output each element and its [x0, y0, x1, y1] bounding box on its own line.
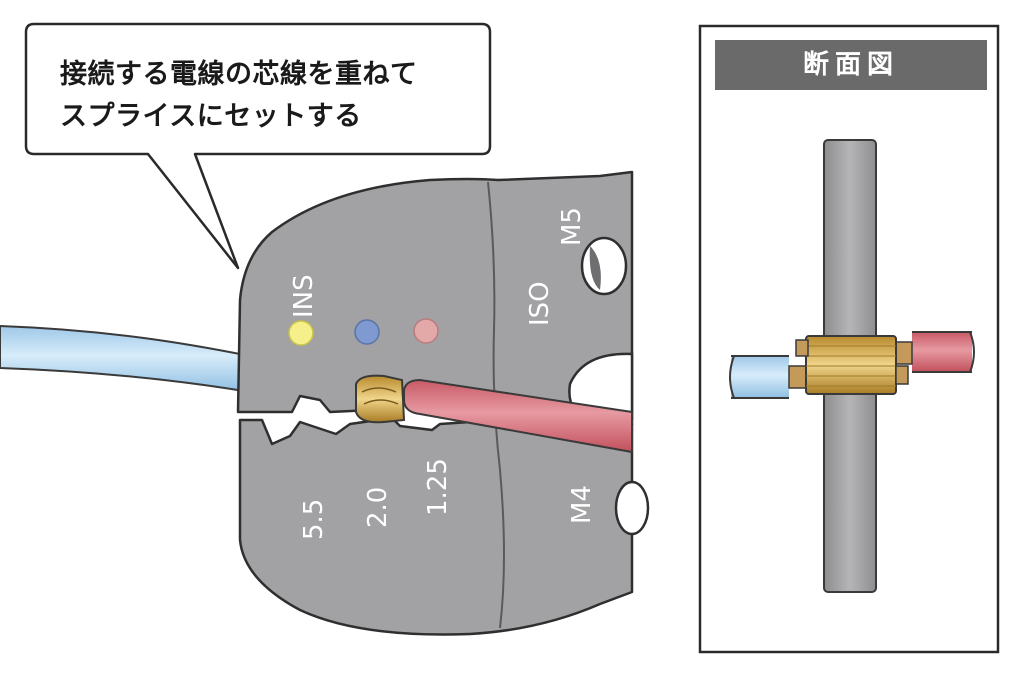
callout-bubble [24, 22, 492, 270]
cross-section-title-bar [715, 40, 987, 90]
callout-line-1: 接続する電線の芯線を重ねて [60, 59, 418, 90]
label-size-1-25: 1.25 [423, 458, 453, 516]
label-iso: ISO [525, 281, 555, 326]
label-m5: M5 [557, 207, 587, 246]
m4-hole [614, 480, 650, 536]
red-wire [403, 378, 633, 454]
label-size-2-0: 2.0 [363, 487, 393, 528]
m5-hole-shade [589, 246, 601, 290]
cross-section-title: 断面図 [802, 50, 899, 80]
marker-yellow [288, 320, 314, 346]
label-m4: M4 [567, 485, 597, 524]
blue-wire [0, 324, 251, 394]
splice-in-jaw [355, 374, 406, 424]
lower-jaw [238, 416, 634, 636]
m5-hole [580, 236, 628, 296]
section-splice-sleeve [795, 335, 909, 395]
label-ins: INS [289, 274, 319, 318]
section-blue-wire [729, 355, 808, 399]
upper-jaw [236, 170, 634, 422]
marker-blue [354, 319, 380, 345]
callout-line-2: スプライスにセットする [60, 101, 362, 132]
label-size-5-5: 5.5 [299, 499, 329, 540]
crimp-tool: INS ISO M5 M4 5.5 2.0 1.25 [236, 170, 650, 636]
section-red-wire [893, 331, 975, 373]
marker-pink [413, 318, 439, 344]
